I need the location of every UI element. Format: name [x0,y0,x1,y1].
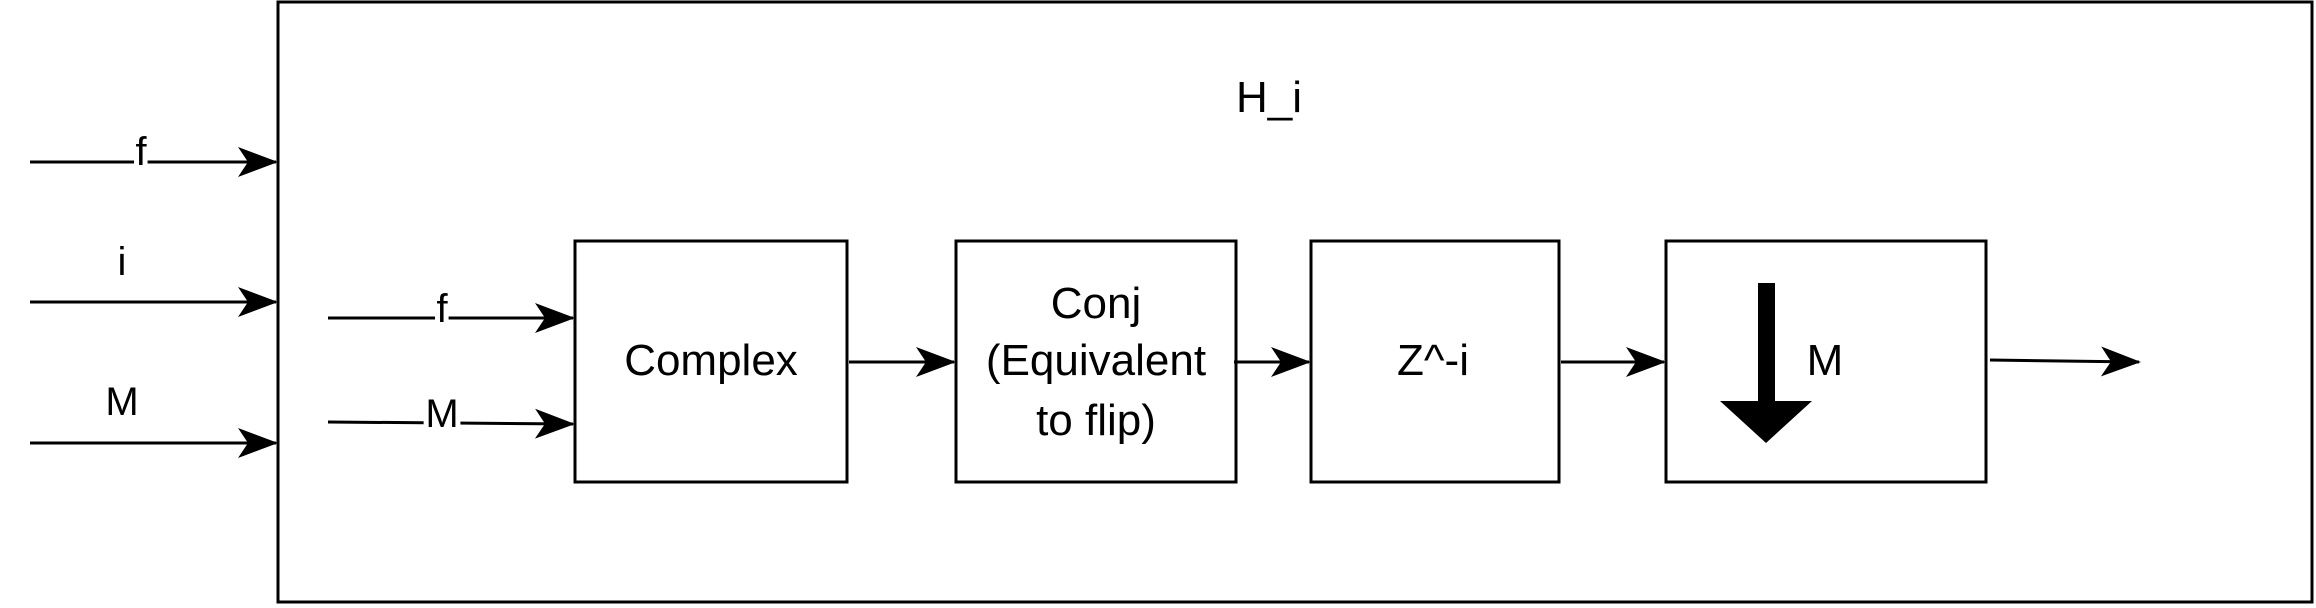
external-input-f-label: f [135,130,147,174]
delay-block [1309,239,1561,484]
complex-block-label: Complex [624,336,798,385]
downsample-block [1664,239,1988,484]
complex-input-m-label: M [425,392,458,436]
outer-block-title: H_i [1236,73,1302,122]
external-input-m-label: M [105,380,138,424]
complex-input-f-label: f [436,287,448,331]
outer-block-h-i [276,0,2314,604]
downsample-factor-label: M [1807,336,1844,385]
complex-input-m-arrow [327,408,575,439]
external-input-i-label: i [118,240,127,284]
output-arrow [1989,346,2141,377]
conj-block [954,239,1238,484]
conj-block-label-line3: to flip) [1036,396,1156,445]
conj-block-label-line2: (Equivalent [986,336,1206,385]
delay-block-label: Z^-i [1397,336,1469,385]
downsample-arrow-icon [1720,283,1812,443]
conj-block-label-line1: Conj [1051,279,1142,328]
complex-block [573,239,849,484]
